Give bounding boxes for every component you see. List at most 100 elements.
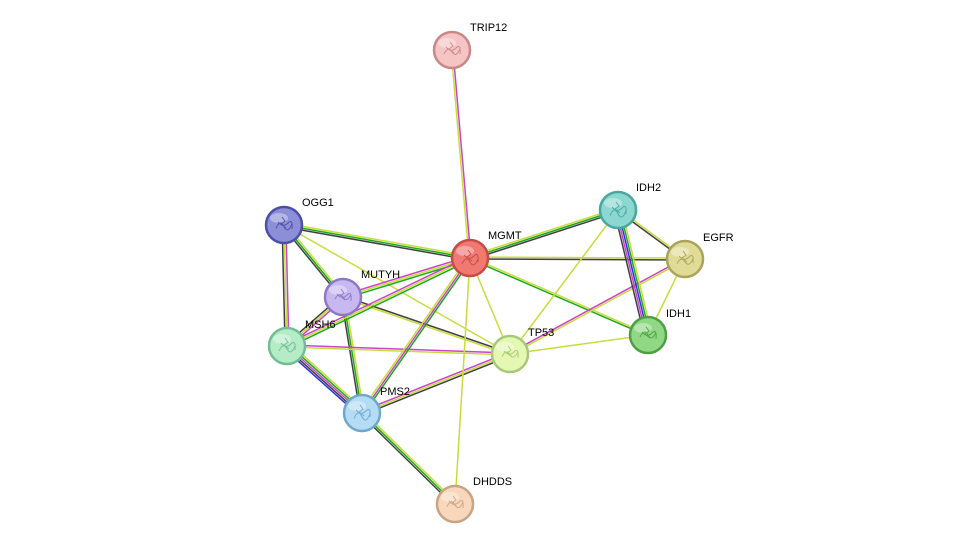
protein-structure-icon [278,337,296,353]
edge-evidence-line [281,225,286,347]
node-highlight [270,213,288,223]
edge-mgmt-dhdds[interactable] [454,257,471,505]
edge-evidence-line [285,255,470,345]
node-tp53[interactable]: TP53 [490,327,554,374]
node-ogg1[interactable]: OGG1 [264,197,334,245]
edge-evidence-line [509,209,619,355]
edge-evidence-line [361,353,511,414]
edge-trip12-mgmt[interactable] [450,49,472,259]
edge-evidence-line [452,49,472,258]
edges-layer [281,49,687,506]
edge-evidence-line [470,256,649,335]
node-egfr[interactable]: EGFR [665,232,734,279]
edge-evidence-line [469,209,619,259]
edge-evidence-line [454,257,471,505]
node-label: EGFR [703,232,734,244]
protein-structure-icon [353,404,371,421]
node-dhdds[interactable]: DHDDS [435,476,512,524]
node-mutyh[interactable]: MUTYH [323,269,400,317]
edge-evidence-line [362,355,511,416]
edge-evidence-line [359,256,470,413]
protein-structure-icon [676,250,694,265]
edge-evidence-line [509,334,649,355]
node-label: PMS2 [380,386,410,398]
node-idh2[interactable]: IDH2 [598,182,661,230]
protein-structure-icon [334,288,352,302]
edge-evidence-line [619,209,651,335]
edge-evidence-line [342,255,470,296]
edge-mgmt-idh1[interactable] [469,256,649,337]
node-label: OGG1 [302,197,334,209]
edge-evidence-line [362,258,473,415]
edge-pms2-tp53[interactable] [361,351,511,416]
node-label: MGMT [488,230,522,242]
edge-msh6-mgmt[interactable] [285,255,472,349]
node-highlight [456,246,474,256]
protein-structure-icon [446,495,464,509]
edge-msh6-tp53[interactable] [286,344,511,356]
edge-evidence-line [361,351,510,412]
node-mgmt[interactable]: MGMT [450,230,522,278]
edge-evidence-line [470,211,619,261]
edge-evidence-line [469,258,648,337]
edge-evidence-line [469,207,618,257]
edge-evidence-line [342,257,471,298]
node-highlight [496,342,514,352]
edge-tp53-idh1[interactable] [509,334,649,355]
edge-evidence-line [450,50,470,259]
node-highlight [273,334,291,344]
edge-evidence-line [286,346,510,356]
edge-evidence-line [615,210,647,336]
edge-evidence-line [620,208,653,335]
edge-tp53-idh2[interactable] [509,209,619,355]
edge-pms2-mgmt[interactable] [359,256,473,415]
node-highlight [634,323,652,333]
edge-evidence-line [613,210,646,337]
edge-evidence-line [283,224,511,355]
node-label: IDH2 [636,182,661,194]
edge-pms2-dhdds[interactable] [360,411,457,506]
edge-mgmt-idh2[interactable] [469,207,619,261]
edge-mgmt-egfr[interactable] [469,256,686,261]
edge-evidence-line [283,226,470,261]
protein-structure-icon [443,41,461,55]
edge-evidence-line [283,224,471,259]
edge-evidence-line [284,222,471,257]
edge-evidence-line [362,411,457,504]
node-label: DHDDS [473,476,512,488]
node-highlight [348,401,366,411]
edge-evidence-line [510,259,686,356]
node-highlight [438,38,456,48]
edge-evidence-line [617,209,649,336]
edge-ogg1-mgmt[interactable] [283,222,471,261]
edge-evidence-line [285,224,290,346]
edge-ogg1-tp53[interactable] [283,224,511,355]
protein-structure-icon [501,345,519,359]
node-pms2[interactable]: PMS2 [342,386,410,433]
node-highlight [604,198,622,208]
edge-evidence-line [470,256,686,259]
node-highlight [441,492,459,502]
node-label: TRIP12 [470,22,507,34]
node-label: TP53 [528,327,554,339]
edge-evidence-line [283,224,288,347]
edge-tp53-egfr[interactable] [509,257,686,356]
protein-structure-icon [609,201,627,218]
edge-ogg1-msh6[interactable] [281,224,290,347]
edge-idh2-idh1[interactable] [613,208,653,337]
node-msh6[interactable]: MSH6 [267,319,336,366]
edge-evidence-line [509,257,685,354]
node-label: IDH1 [666,308,691,320]
node-highlight [671,247,689,257]
node-label: MSH6 [305,319,336,331]
protein-structure-icon [461,249,479,266]
node-label: MUTYH [361,269,400,281]
node-highlight [329,285,347,295]
edge-evidence-line [342,296,363,414]
edge-evidence-line [286,257,471,347]
edge-evidence-line [361,412,456,505]
node-trip12[interactable]: TRIP12 [432,22,507,70]
node-idh1[interactable]: IDH1 [628,308,691,355]
